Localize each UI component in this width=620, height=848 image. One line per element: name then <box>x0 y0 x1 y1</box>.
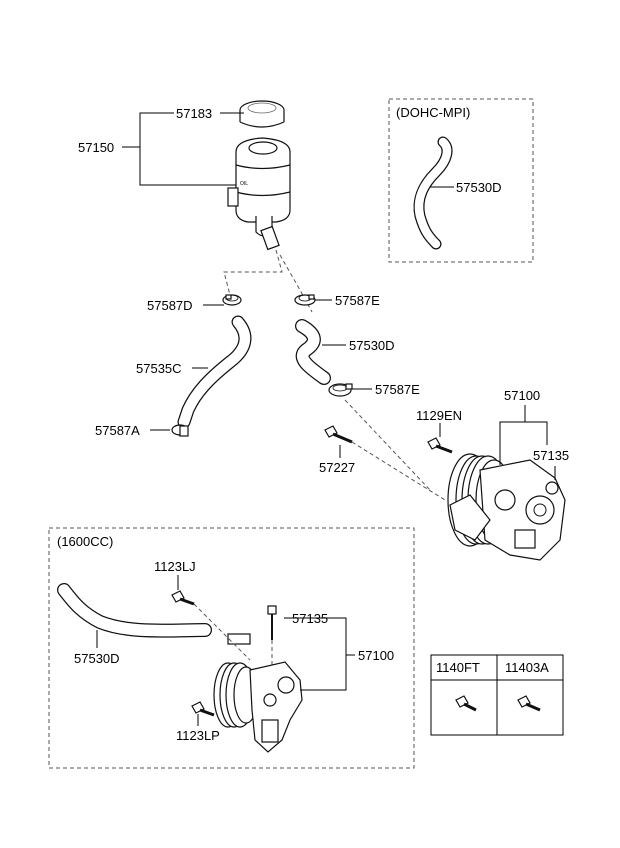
label-57135-main: 57135 <box>533 448 569 463</box>
fastener-table: 1140FT 11403A <box>430 654 564 736</box>
hose-57530d-dohc <box>413 136 453 250</box>
power-steering-pump-main <box>447 453 566 561</box>
bolt-1123lp <box>191 701 215 717</box>
table-header-11403a: 11403A <box>505 660 549 675</box>
bolt-1123lj <box>171 590 195 606</box>
fitting-57135-1600 <box>267 605 277 640</box>
label-57183: 57183 <box>176 106 212 121</box>
clamp-57587a <box>171 424 189 437</box>
label-57530d-dohc: 57530D <box>456 180 502 195</box>
reservoir-cap <box>239 100 285 128</box>
dohc-box <box>388 98 534 263</box>
svg-text:OIL: OIL <box>240 181 248 187</box>
label-57535c: 57535C <box>136 361 182 376</box>
bolt-1129en <box>427 437 453 454</box>
hose-57530d-mid <box>295 319 331 385</box>
bolt-57227 <box>324 425 353 444</box>
label-57587a: 57587A <box>95 423 140 438</box>
label-57530d-mid: 57530D <box>349 338 395 353</box>
table-header-1140ft: 1140FT <box>436 660 480 675</box>
cc1600-label: (1600CC) <box>57 534 113 549</box>
hose-57535c <box>177 315 252 429</box>
label-57227: 57227 <box>319 460 355 475</box>
clamp-57587d <box>222 294 242 306</box>
label-57100-1600: 57100 <box>358 648 394 663</box>
dohc-label: (DOHC-MPI) <box>396 105 470 120</box>
label-57587e-mid: 57587E <box>375 382 420 397</box>
label-1129en: 1129EN <box>416 408 462 423</box>
label-57100-main: 57100 <box>504 388 540 403</box>
label-57587e-top: 57587E <box>335 293 380 308</box>
label-57530d-1600: 57530D <box>74 651 120 666</box>
power-steering-pump-1600 <box>213 661 303 753</box>
clamp-57587e-mid <box>328 383 353 397</box>
label-57587d: 57587D <box>147 298 193 313</box>
reservoir-tank: OIL <box>227 137 291 251</box>
label-57135-1600: 57135 <box>292 611 328 626</box>
bolt-1140ft-icon <box>455 695 477 712</box>
label-1123lj: 1123LJ <box>154 559 196 574</box>
cc1600-box <box>48 527 415 769</box>
label-1123lp: 1123LP <box>176 728 220 743</box>
clamp-57587e-top <box>294 294 316 306</box>
bolt-11403a-icon <box>517 695 541 712</box>
label-57150: 57150 <box>78 140 114 155</box>
hose-57530d-1600 <box>57 583 251 645</box>
